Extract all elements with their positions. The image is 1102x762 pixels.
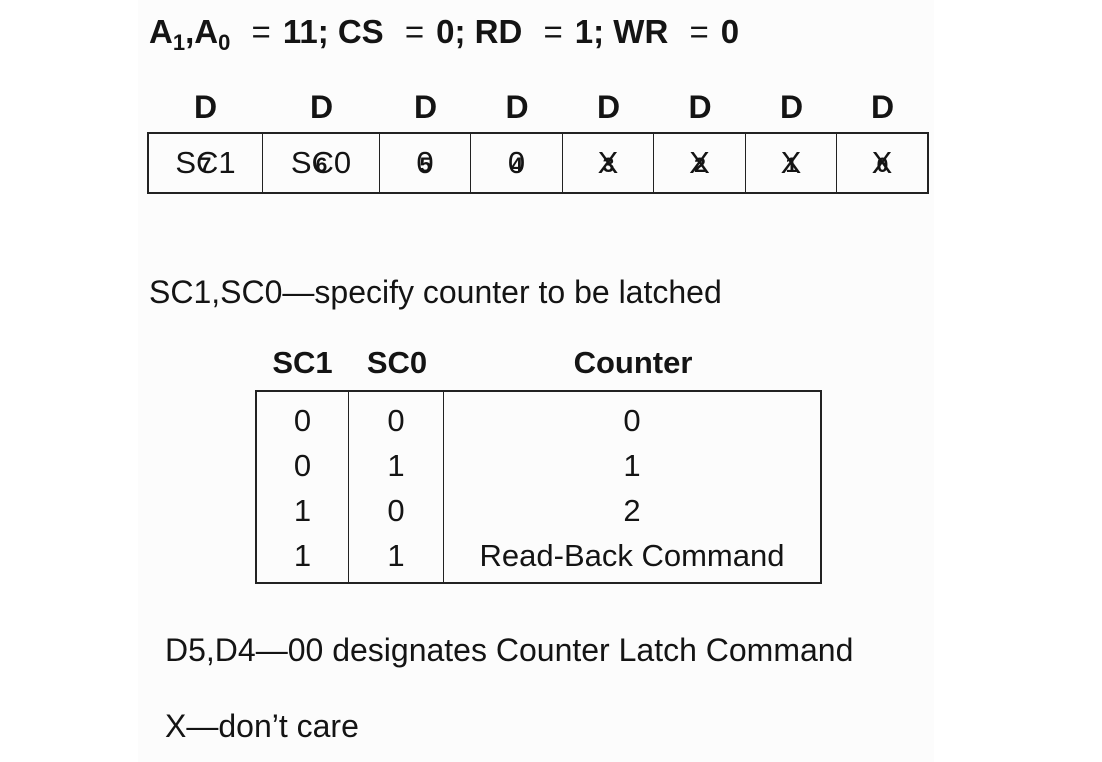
- address-cs-text: 11; CS: [282, 13, 384, 50]
- sc-description: SC1,SC0—specify counter to be latched: [149, 274, 722, 310]
- cell-sc1: 1: [255, 488, 349, 533]
- bit-cell-d6: SC0: [262, 132, 380, 194]
- table-row: 1 0 2: [255, 488, 822, 533]
- bit-cell-d5: 0: [379, 132, 471, 194]
- cell-sc0: 0: [348, 488, 444, 533]
- cell-sc1: 1: [255, 533, 349, 583]
- cell-counter: 2: [443, 488, 822, 533]
- table-row: 1 1 Read-Back Command: [255, 533, 822, 583]
- table-row: 0 0 0: [255, 391, 822, 443]
- cell-counter: 0: [443, 391, 822, 443]
- bit-cell-d2: X: [653, 132, 746, 194]
- wr-value-text: 0: [720, 13, 740, 50]
- register-address-line: A1,A0 = 11; CS = 0; RD = 1; WR = 0: [149, 10, 739, 54]
- cell-counter: Read-Back Command: [443, 533, 822, 583]
- page-background: [138, 0, 934, 762]
- cell-sc1: 0: [255, 391, 349, 443]
- equals-sign: =: [404, 13, 425, 50]
- bit-cell-d1: X: [745, 132, 837, 194]
- cell-sc0: 1: [348, 443, 444, 488]
- bit-cell-d4: 0: [470, 132, 563, 194]
- header-sc0: SC0: [366, 345, 428, 380]
- bit-value-row: SC1 SC0 0 0 X X X X: [147, 132, 929, 194]
- cs-rd-text: 0; RD: [436, 13, 523, 50]
- d5d4-description: D5,D4—00 designates Counter Latch Comman…: [165, 632, 854, 668]
- equals-sign: =: [543, 13, 563, 50]
- rd-wr-text: 1; WR: [574, 13, 669, 50]
- counter-select-table: 0 0 0 0 1 1 1 0 2 1 1 Read-Back Command: [255, 390, 822, 584]
- header-counter: Counter: [573, 345, 693, 380]
- comma: ,: [185, 13, 195, 50]
- header-sc1: SC1: [272, 345, 333, 380]
- x-description: X—don’t care: [165, 708, 359, 744]
- a1-label: A1: [149, 13, 186, 55]
- equals-sign: =: [689, 13, 709, 50]
- a0-label: A0: [194, 13, 231, 55]
- counter-table-header: SC1 SC0 Counter: [256, 342, 821, 384]
- cell-sc0: 1: [348, 533, 444, 583]
- cell-counter: 1: [443, 443, 822, 488]
- bit-format-table: SC1 SC0 0 0 X X X X: [147, 132, 929, 194]
- cell-sc1: 0: [255, 443, 349, 488]
- bit-cell-d7: SC1: [147, 132, 263, 194]
- bit-cell-d0: X: [836, 132, 929, 194]
- equals-sign: =: [251, 13, 271, 50]
- bit-cell-d3: X: [562, 132, 654, 194]
- table-row: 0 1 1: [255, 443, 822, 488]
- cell-sc0: 0: [348, 391, 444, 443]
